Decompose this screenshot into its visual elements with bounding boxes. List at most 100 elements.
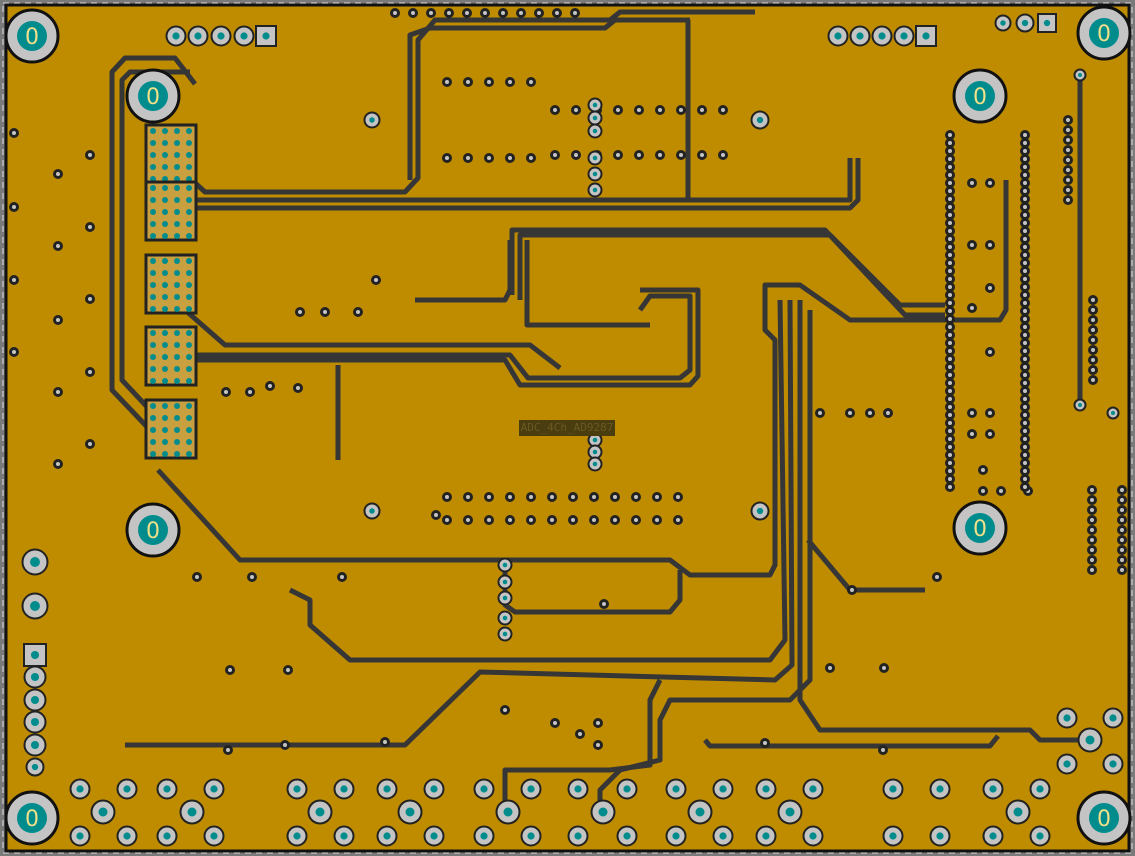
connector-pin [929,825,951,847]
mounting-hole: 0 [125,502,181,558]
connector-pin [333,778,355,800]
connector-pin [567,778,589,800]
mounting-hole-label: 0 [146,519,160,544]
mounting-hole-label: 0 [973,517,987,542]
mounting-hole: 0 [125,68,181,124]
connector-pin [376,778,398,800]
header-pin [23,710,47,734]
via-pad [587,110,603,126]
connector-pin [397,799,423,825]
pad [1056,707,1078,729]
connector-pin [423,778,445,800]
mounting-hole: 0 [4,8,60,64]
header-pin [871,25,893,47]
pad [1073,398,1087,412]
pads [9,8,1127,847]
mounting-hole-label: 0 [973,85,987,110]
header-pin-1 [255,25,277,47]
header-pin [187,25,209,47]
connector-pin [802,778,824,800]
mounting-hole-label: 0 [146,85,160,110]
connector-pin [520,825,542,847]
connector-pin [495,799,521,825]
connector-pin [90,799,116,825]
via-pad [587,123,603,139]
connector-pin [156,778,178,800]
connector-pin [982,778,1004,800]
header-pin [165,25,187,47]
connector-pin [665,778,687,800]
pad [1102,753,1124,775]
header-pin [23,733,47,757]
via-pad [587,182,603,198]
connector-pin [712,825,734,847]
header-pin [233,25,255,47]
via-pad [587,150,603,166]
pad [1056,753,1078,775]
pad [1106,406,1120,420]
connector-pin [1029,778,1051,800]
connector-pin [882,778,904,800]
component-silkscreen-label: ADC_4Ch_AD9287 [519,420,615,436]
header-pin [827,25,849,47]
connector-pin [882,825,904,847]
via-pad [497,626,513,642]
header-pin [994,14,1012,32]
connector-pin [567,825,589,847]
connector-pin [116,825,138,847]
connector-pin [777,799,803,825]
connector-pin [590,799,616,825]
mounting-hole: 0 [1076,790,1132,846]
connector-pin [616,778,638,800]
connector-pin [333,825,355,847]
pad [25,757,45,777]
via-pad [497,557,513,573]
header-pin [1015,13,1035,33]
connector-pin [616,825,638,847]
pad [21,548,49,576]
connector-pin [473,778,495,800]
connector-pin [473,825,495,847]
via-pad [587,456,603,472]
header-pin-1 [23,643,47,667]
connector-pin [203,825,225,847]
header-pin [210,25,232,47]
connector-pin [156,825,178,847]
connector-pin [665,825,687,847]
connector-pin [69,825,91,847]
mounting-hole: 0 [4,790,60,846]
connector-pin [755,778,777,800]
pad [21,592,49,620]
header-pin [893,25,915,47]
fiducial [363,502,381,520]
connector-pin [755,825,777,847]
mounting-hole: 0 [952,500,1008,556]
via-pad [497,574,513,590]
header-pin-1 [1037,13,1057,33]
pad [1073,68,1087,82]
via-pad [497,610,513,626]
fiducial [750,110,770,130]
connector-pin [69,778,91,800]
connector-pin [203,778,225,800]
via-pad [587,166,603,182]
mounting-hole: 0 [952,68,1008,124]
via-pad [587,97,603,113]
connector-pin [982,825,1004,847]
mounting-hole-label: 0 [25,25,39,50]
mounting-hole: 0 [1076,5,1132,61]
connector-pin [687,799,713,825]
mounting-holes: 0 0 0 0 0 0 0 0 [4,5,1132,846]
connector-pin [712,778,734,800]
mounting-hole-label: 0 [1097,22,1111,47]
traces [109,9,1090,810]
connector-pin [376,825,398,847]
fiducial [363,111,381,129]
connector-pin [286,825,308,847]
connector-pin [802,825,824,847]
pad [1102,707,1124,729]
via-pad [497,590,513,606]
header-pin [23,665,47,689]
mounting-hole-label: 0 [25,807,39,832]
